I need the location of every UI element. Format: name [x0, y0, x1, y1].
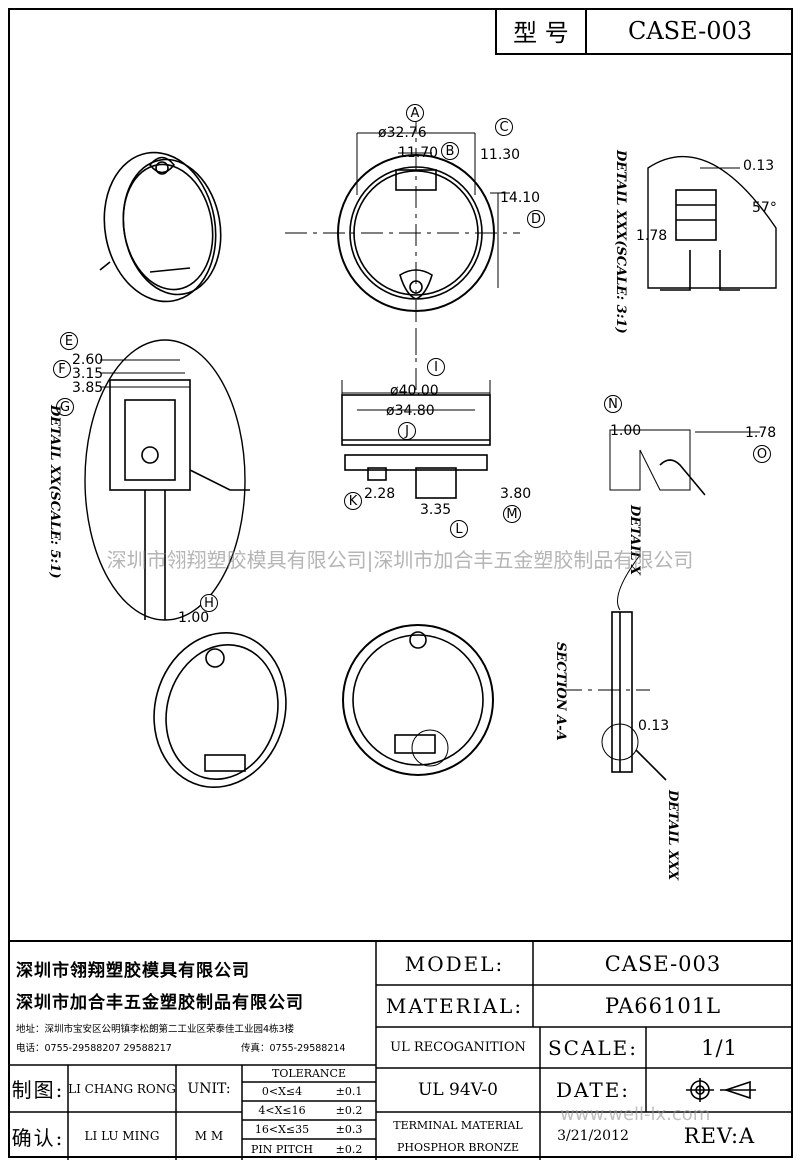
type-label: 型 号	[497, 8, 587, 53]
company-name-2: 深圳市加合丰五金塑胶制品有限公司	[16, 992, 304, 1013]
marker-m: M	[503, 505, 521, 523]
scale-label: SCALE:	[547, 1035, 639, 1060]
marker-f: F	[53, 360, 71, 378]
date-value: 3/21/2012	[557, 1128, 629, 1144]
dim-11-70: 11.70	[398, 145, 439, 161]
top-view	[285, 110, 520, 355]
tol-value-3: ±0.3	[335, 1123, 363, 1136]
tol-range-1: 0<X≤4	[261, 1085, 303, 1098]
date-label: DATE:	[555, 1078, 631, 1102]
side-view	[341, 330, 491, 499]
dim-1-78b: 1.78	[745, 425, 777, 441]
section-aa	[560, 554, 667, 781]
marker-a: A	[406, 104, 424, 122]
marker-n: N	[604, 395, 622, 413]
marker-l: L	[450, 520, 468, 538]
company-address: 地址：深圳市宝安区公明镇李松朗第二工业区荣泰佳工业园4栋3楼	[16, 1024, 295, 1035]
material-label: MATERIAL:	[385, 994, 524, 1018]
marker-o: O	[753, 445, 771, 463]
type-model: CASE-003	[627, 16, 753, 45]
marker-h: H	[200, 594, 218, 612]
marker-k: K	[344, 492, 362, 510]
dim-2-28: 2.28	[364, 486, 396, 502]
dim-d32-76: ø32.76	[378, 125, 427, 141]
dim-3-85: 3.85	[72, 380, 104, 396]
projection-symbol	[646, 1068, 793, 1112]
marker-c: C	[495, 118, 513, 136]
dim-3-35: 3.35	[420, 502, 452, 518]
bottom-view	[342, 624, 494, 776]
ul-value: UL 94V-0	[418, 1080, 498, 1100]
scale-value: 1/1	[701, 1035, 738, 1060]
model-value: CASE-003	[604, 951, 722, 976]
title-block: 深圳市翎翔塑胶模具有限公司 深圳市加合丰五金塑胶制品有限公司 地址：深圳市宝安区…	[8, 940, 793, 1160]
note-detail-xxx: DETAIL XXX	[665, 790, 680, 881]
revision: REV:A	[683, 1124, 756, 1148]
marker-i: I	[427, 358, 445, 376]
watermark-url: www.well-lx.com	[560, 1104, 711, 1125]
tolerance-title: TOLERANCE	[272, 1067, 346, 1080]
tol-range-4: PIN PITCH	[251, 1143, 313, 1156]
tol-value-2: ±0.2	[335, 1104, 363, 1117]
iso-view-top	[99, 151, 222, 303]
dim-0-13a: 0.13	[743, 158, 775, 174]
tol-range-3: 16<X≤35	[254, 1123, 310, 1136]
unit-label: UNIT:	[187, 1080, 231, 1097]
company-fax: 传真：0755-29588214	[241, 1043, 346, 1054]
marker-g: G	[56, 398, 74, 416]
dim-1-00a: 1.00	[610, 423, 642, 439]
detail-xxx-top	[647, 155, 777, 291]
dim-d40-00: ø40.00	[390, 383, 439, 399]
drawing-views	[84, 110, 777, 788]
ul-label: UL RECOGANITION	[390, 1040, 526, 1055]
marker-e: E	[60, 332, 78, 350]
dim-3-15: 3.15	[72, 366, 104, 382]
note-section-aa: SECTION A-A	[553, 642, 568, 741]
marker-b: B	[441, 142, 459, 160]
terminal-label-2: PHOSPHOR BRONZE	[396, 1140, 520, 1154]
tol-value-1: ±0.1	[335, 1085, 363, 1098]
terminal-label-1: TERMINAL MATERIAL	[393, 1118, 523, 1132]
company-name-1: 深圳市翎翔塑胶模具有限公司	[16, 960, 250, 981]
top-title-box: 型 号 CASE-003	[495, 8, 793, 55]
dim-14-10: 14.10	[500, 190, 541, 206]
marker-j: J	[398, 422, 416, 440]
drawing-sheet	[8, 8, 793, 1158]
dim-0-13b: 0.13	[638, 718, 670, 734]
dim-11-30: 11.30	[480, 147, 521, 163]
material-value: PA66101L	[604, 994, 722, 1018]
checked-by: LI LU MING	[84, 1129, 160, 1143]
detail-x	[609, 429, 760, 496]
dim-1-00b: 1.00	[178, 610, 210, 626]
dim-d34-80: ø34.80	[386, 403, 435, 419]
note-detail-xxx-scale: DETAIL XXX(SCALE: 3:1)	[613, 150, 628, 334]
drawn-label: 制图:	[11, 1078, 65, 1102]
tol-value-4: ±0.2	[335, 1143, 363, 1156]
model-label: MODEL:	[404, 951, 505, 976]
dim-1-78a: 1.78	[636, 228, 668, 244]
company-phone: 电话：0755-29588207 29588217	[16, 1043, 172, 1054]
dim-3-80: 3.80	[500, 486, 532, 502]
title-block-grid	[8, 942, 793, 1160]
marker-d: D	[527, 210, 545, 228]
checked-label: 确认:	[11, 1125, 65, 1150]
tol-range-2: 4<X≤16	[258, 1104, 306, 1117]
dim-57: 57°	[752, 200, 777, 216]
detail-xx-left	[84, 339, 250, 621]
drawn-by: LI CHANG RONG	[68, 1081, 176, 1096]
dim-2-60: 2.60	[72, 352, 104, 368]
iso-view-bottom	[153, 632, 287, 788]
unit-value: M M	[194, 1129, 224, 1143]
watermark: 深圳市翎翔塑胶模具有限公司|深圳市加合丰五金塑胶制品有限公司	[106, 548, 694, 572]
projection-icon	[685, 1078, 756, 1102]
